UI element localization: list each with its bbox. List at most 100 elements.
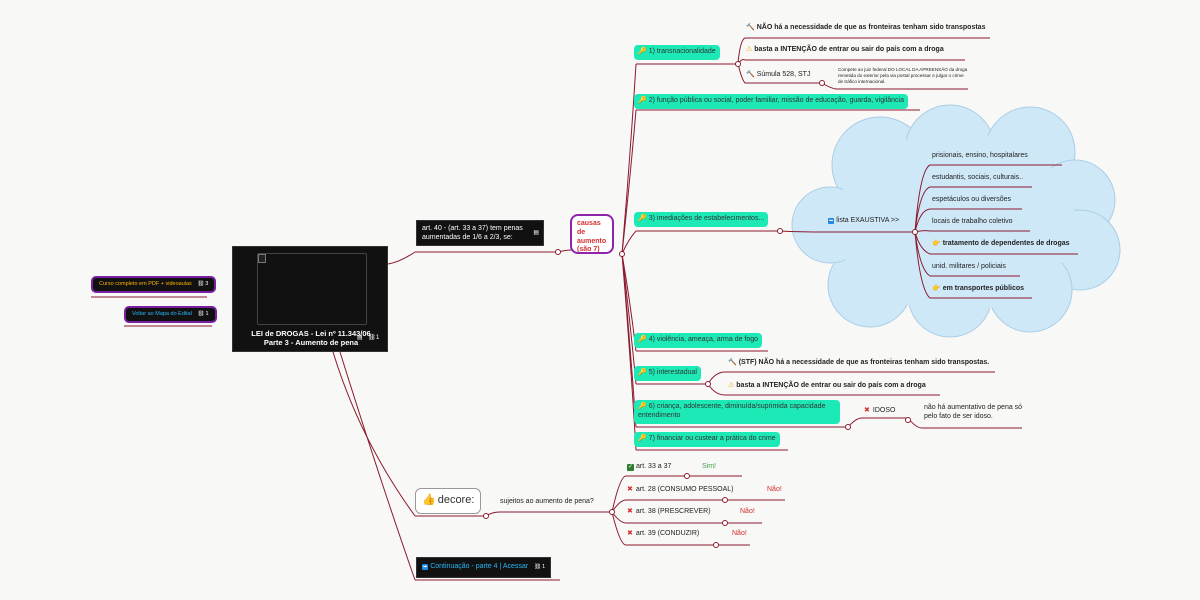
decore-item-3-text: art. 38 (PRESCREVER): [635, 508, 711, 515]
causas-text: causas de aumento (são 7): [577, 220, 607, 254]
decore-item-1-text: art. 33 a 37: [636, 463, 672, 470]
lista-item-3-text: espetáculos ou diversões: [932, 196, 1011, 203]
lista-item-tratamento[interactable]: 👉tratamento de dependentes de drogas: [932, 240, 1070, 249]
side-link-curso[interactable]: Curso completo em PDF + videoaulas ⛓3: [91, 276, 217, 293]
x-mark-icon: ✖: [627, 508, 633, 515]
decore-question-text: sujeitos ao aumento de pena?: [500, 498, 594, 505]
idoso-label: IDOSO: [872, 407, 896, 414]
lista-item-7-text: em transportes públicos: [942, 285, 1025, 292]
inter-child-stf[interactable]: 🔨(STF) NÃO há a necessidade de que as fr…: [728, 359, 989, 368]
side-link-curso-label: Curso completo em PDF + videoaulas: [99, 281, 192, 287]
trans-child-2-text: basta a INTENÇÃO de entrar ou sair do pa…: [754, 46, 944, 53]
trans-child-fronteiras[interactable]: 🔨NÃO há a necessidade de que as fronteir…: [746, 24, 985, 33]
item-crianca[interactable]: 🔑6) criança, adolescente, diminuída/supr…: [634, 400, 840, 424]
key-icon: 🔑: [638, 369, 647, 376]
lista-item-transportes[interactable]: 👉em transportes públicos: [932, 285, 1024, 294]
decore-node[interactable]: 👍decore:: [415, 488, 482, 514]
trans-child-sumula[interactable]: 🔨Súmula 528, STJ: [746, 71, 810, 80]
sumula-note[interactable]: Compete ao juiz federal DO LOCAL DA APRE…: [838, 67, 968, 85]
root-image-placeholder: [257, 253, 367, 325]
note-icon: ▤: [533, 230, 539, 236]
hammer-icon: 🔨: [728, 359, 737, 366]
lista-item-6-text: unid. militares / policiais: [932, 263, 1006, 270]
item-6-label: 6) criança, adolescente, diminuída/supri…: [638, 403, 826, 419]
side-link-curso-count: 3: [205, 281, 209, 287]
item-financiar[interactable]: 🔑7) financiar ou custear a prática do cr…: [634, 432, 780, 447]
side-link-voltar[interactable]: Voltar ao Mapa do Edital ⛓1: [124, 306, 217, 323]
decore-item-art33[interactable]: ✓art. 33 a 37: [627, 463, 671, 472]
cloud-shape: [791, 104, 1121, 338]
arrow-right-icon: ➡: [828, 218, 835, 225]
decore-answer-nao-28[interactable]: Não!: [767, 486, 782, 495]
key-icon: 🔑: [638, 403, 647, 410]
trans-child-intencao[interactable]: ⚠basta a INTENÇÃO de entrar ou sair do p…: [746, 46, 944, 55]
decore-item-4-text: art. 39 (CONDUZIR): [635, 530, 700, 537]
decore-answer-nao-39[interactable]: Não!: [732, 530, 747, 539]
art40-text: art. 40 - (art. 33 a 37) tem penas aumen…: [422, 225, 523, 241]
root-node[interactable]: LEI de DROGAS - Lei nº 11.343/06 Parte 3…: [232, 246, 388, 352]
item-4-label: 4) violência, ameaça, arma de fogo: [648, 336, 759, 343]
inter-child-intencao[interactable]: ⚠basta a INTENÇÃO de entrar ou sair do p…: [728, 382, 926, 391]
item-funcao-publica[interactable]: 🔑2) função pública ou social, poder fami…: [634, 94, 908, 109]
art40-node[interactable]: art. 40 - (art. 33 a 37) tem penas aumen…: [416, 220, 544, 246]
key-icon: 🔑: [638, 215, 647, 222]
item-imediacoes[interactable]: 🔑3) imediações de estabelecimentos...: [634, 212, 769, 227]
side-link-voltar-count: 1: [205, 311, 209, 317]
idoso-node[interactable]: ✖IDOSO: [864, 407, 895, 416]
item-3-label: 3) imediações de estabelecimentos...: [648, 215, 765, 222]
inter-child-1-text: (STF) NÃO há a necessidade de que as fro…: [738, 359, 990, 366]
lista-item-2-text: estudantis, sociais, culturais..: [932, 174, 1024, 181]
warning-icon: ⚠: [746, 46, 753, 53]
lista-item-trabalho[interactable]: locais de trabalho coletivo: [932, 218, 1013, 227]
causas-node[interactable]: causas de aumento (são 7): [570, 214, 614, 254]
pointing-icon: 👉: [932, 240, 941, 247]
decore-answer-4: Não!: [732, 530, 747, 537]
continuacao-link[interactable]: ➡Continuação - parte 4 | Acessar ⛓1: [416, 557, 552, 578]
x-mark-icon: ✖: [627, 530, 633, 537]
lista-item-espetaculos[interactable]: espetáculos ou diversões: [932, 196, 1011, 205]
decore-item-2-text: art. 28 (CONSUMO PESSOAL): [635, 486, 734, 493]
side-link-voltar-label: Voltar ao Mapa do Edital: [132, 311, 192, 317]
broken-image-icon: [258, 254, 266, 263]
trans-child-3-text: Súmula 528, STJ: [756, 71, 811, 78]
lista-item-4-text: locais de trabalho coletivo: [932, 218, 1013, 225]
arrow-right-icon: ➡: [422, 564, 429, 571]
key-icon: 🔑: [638, 97, 647, 104]
decore-answer-3: Não!: [740, 508, 755, 515]
idoso-note[interactable]: não há aumentativo de pena só pelo fato …: [924, 404, 1024, 422]
hammer-icon: 🔨: [746, 24, 755, 31]
item-7-label: 7) financiar ou custear a prática do cri…: [648, 435, 776, 442]
warning-icon: ⚠: [728, 382, 735, 389]
key-icon: 🔑: [638, 48, 647, 55]
item-violencia[interactable]: 🔑4) violência, ameaça, arma de fogo: [634, 333, 763, 348]
lista-item-prisionais[interactable]: prisionais, ensino, hospitalares: [932, 152, 1028, 161]
decore-label: decore:: [437, 494, 475, 506]
lista-item-militares[interactable]: unid. militares / policiais: [932, 263, 1006, 272]
decore-item-art39[interactable]: ✖art. 39 (CONDUZIR): [627, 530, 699, 539]
item-interestadual[interactable]: 🔑5) interestadual: [634, 366, 701, 381]
decore-answer-sim[interactable]: Sim!: [702, 463, 716, 472]
lista-item-estudantis[interactable]: estudantis, sociais, culturais..: [932, 174, 1023, 183]
lista-item-1-text: prisionais, ensino, hospitalares: [932, 152, 1028, 159]
trans-child-1-text: NÃO há a necessidade de que as fronteira…: [756, 24, 986, 31]
decore-answer-2: Não!: [767, 486, 782, 493]
inter-child-2-text: basta a INTENÇÃO de entrar ou sair do pa…: [736, 382, 926, 389]
decore-item-art28[interactable]: ✖art. 28 (CONSUMO PESSOAL): [627, 486, 734, 495]
root-title-line2: Parte 3 - Aumento de pena: [263, 338, 359, 348]
x-mark-icon: ✖: [864, 407, 870, 414]
sumula-note-text: Compete ao juiz federal DO LOCAL DA APRE…: [838, 67, 968, 84]
decore-answer-nao-38[interactable]: Não!: [740, 508, 755, 517]
item-transnacionalidade[interactable]: 🔑1) transnacionalidade: [634, 45, 720, 60]
continuacao-text: Continuação - parte 4 | Acessar: [430, 563, 529, 570]
decore-question[interactable]: sujeitos ao aumento de pena?: [500, 498, 594, 507]
lista-exaustiva[interactable]: ➡lista EXAUSTIVA >>: [828, 217, 899, 226]
continuacao-count: 1: [542, 564, 546, 570]
lista-text: lista EXAUSTIVA >>: [836, 217, 900, 224]
thumbs-up-icon: 👍: [422, 494, 436, 506]
key-icon: 🔑: [638, 336, 647, 343]
decore-item-art38[interactable]: ✖art. 38 (PRESCREVER): [627, 508, 711, 517]
link-icon: ⛓: [197, 281, 205, 287]
idoso-note-text: não há aumentativo de pena só pelo fato …: [924, 404, 1023, 420]
hammer-icon: 🔨: [746, 71, 755, 78]
